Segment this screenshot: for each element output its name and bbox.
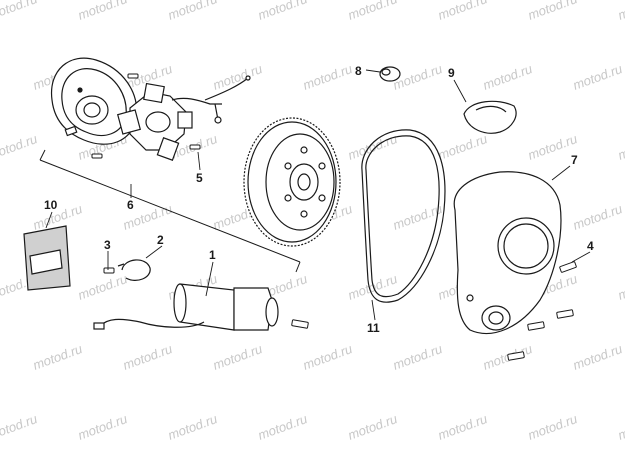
watermark-text: motod.ru <box>0 411 39 443</box>
stator <box>116 75 251 161</box>
leader-lines <box>45 69 591 321</box>
cover-gasket <box>361 129 446 303</box>
callout-10: 10 <box>44 198 58 212</box>
watermark-text: motod.ru <box>166 411 219 443</box>
group-bracket-6 <box>39 149 301 273</box>
watermark-text: motod.ru <box>346 0 399 23</box>
callout-4: 4 <box>587 239 594 253</box>
watermark-text: motod.ru <box>526 0 579 23</box>
callout-6: 6 <box>127 198 134 212</box>
watermark-text: motod.ru <box>166 0 219 23</box>
watermark-text: motod.ru <box>616 131 625 163</box>
watermark-text: motod.ru <box>616 271 625 303</box>
rubber-plug <box>379 66 401 82</box>
watermark-text: motod.ru <box>256 411 309 443</box>
watermark-text: motod.ru <box>121 341 174 373</box>
callout-1: 1 <box>209 248 216 262</box>
watermark-text: motod.ru <box>301 61 354 93</box>
watermark-text: motod.ru <box>571 201 624 233</box>
watermark-text: motod.ru <box>571 61 624 93</box>
callout-9: 9 <box>448 66 455 80</box>
watermark-text: motod.ru <box>526 411 579 443</box>
watermark-text: motod.ru <box>76 0 129 23</box>
watermark-text: motod.ru <box>616 0 625 23</box>
watermark-text: motod.ru <box>436 0 489 23</box>
callout-3: 3 <box>104 238 111 252</box>
watermark-text: motod.ru <box>0 131 39 163</box>
watermark-text: motod.ru <box>391 341 444 373</box>
flywheel <box>243 117 341 247</box>
watermark-text: motod.ru <box>436 131 489 163</box>
watermark-text: motod.ru <box>0 0 39 23</box>
watermark-text: motod.ru <box>391 201 444 233</box>
watermark-text: motod.ru <box>76 411 129 443</box>
watermark-text: motod.ru <box>436 411 489 443</box>
sticker-label <box>23 225 71 291</box>
watermark-text: motod.ru <box>211 341 264 373</box>
watermark-text: motod.ru <box>346 271 399 303</box>
flywheel-cover <box>453 171 562 335</box>
watermark-text: motod.ru <box>211 61 264 93</box>
watermark-text: motod.ru <box>31 341 84 373</box>
starter-screws <box>103 267 309 329</box>
callout-7: 7 <box>571 153 578 167</box>
stator-screws <box>91 73 201 159</box>
watermark-text: motod.ru <box>301 341 354 373</box>
watermark-text: motod.ru <box>346 411 399 443</box>
ignition-base-plate <box>50 57 138 145</box>
starter-motor <box>93 283 279 331</box>
watermark-text: motod.ru <box>616 411 625 443</box>
cover-bolts <box>507 261 577 361</box>
watermark-text: motod.ru <box>571 341 624 373</box>
cover-cap <box>463 100 517 134</box>
watermark-text: motod.ru <box>346 131 399 163</box>
callout-11: 11 <box>367 321 380 335</box>
callout-8: 8 <box>355 64 362 78</box>
starter-clamp <box>117 259 151 281</box>
watermark-text: motod.ru <box>481 61 534 93</box>
watermark-text: motod.ru <box>76 271 129 303</box>
callout-5: 5 <box>196 171 203 185</box>
callout-2: 2 <box>157 233 164 247</box>
watermark-text: motod.ru <box>256 0 309 23</box>
